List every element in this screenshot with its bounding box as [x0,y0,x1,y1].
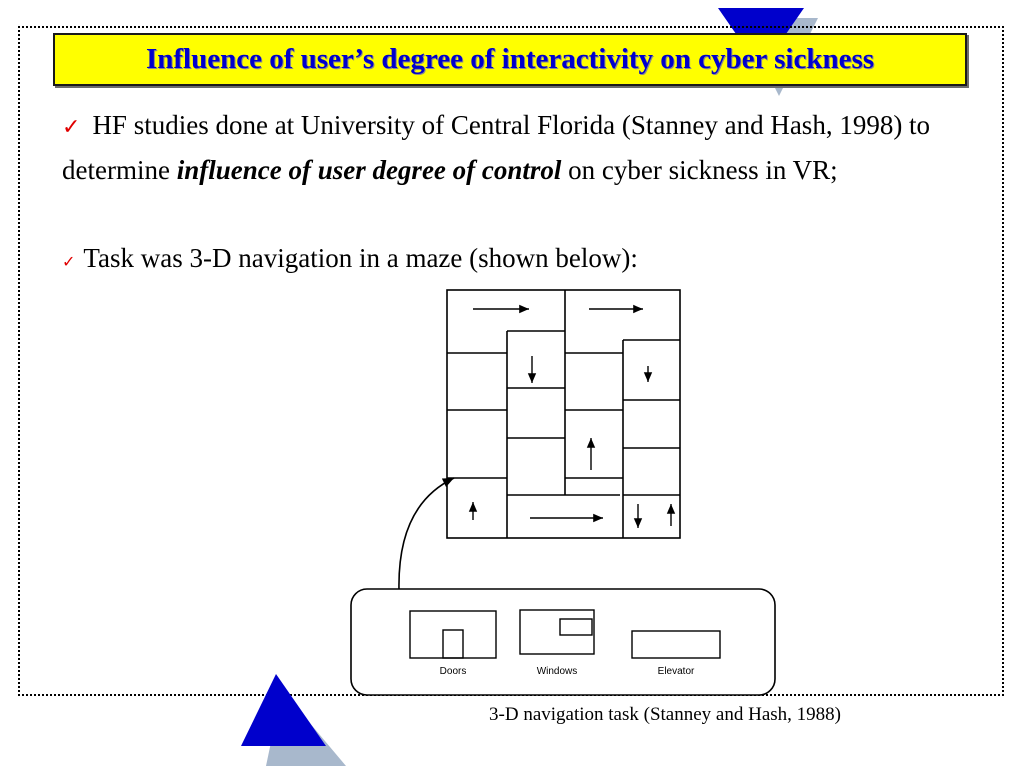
figure-caption: 3-D navigation task (Stanney and Hash, 1… [395,704,935,726]
maze-diagram [446,289,681,539]
bullet-1-emphasis: influence of user degree of control [176,155,562,185]
maze-arrows [468,304,676,528]
check-icon: ✓ [62,252,76,271]
window-symbol [519,609,595,655]
bottom-triangle-decoration [241,674,346,766]
connector-arrow [398,477,455,591]
legend-elevator: Elevator [658,666,695,677]
bullet-2: ✓ Task was 3-D navigation in a maze (show… [62,237,972,283]
maze-outline [446,289,681,539]
bullet-1: ✓HF studies done at University of Centra… [62,104,972,191]
legend-windows: Windows [537,666,578,677]
legend-doors: Doors [440,666,467,677]
elevator-symbol [631,630,721,659]
bullet-2-text: Task was 3-D navigation in a maze (shown… [83,243,638,273]
bullet-1-text-end: on cyber sickness in VR; [561,155,838,185]
maze-legend: Doors Windows Elevator [350,588,776,696]
slide-title: Influence of user’s degree of interactiv… [145,43,875,75]
bullet-1-text: HF studies done at University of Central… [62,110,931,185]
check-icon: ✓ [62,115,81,140]
title-box: Influence of user’s degree of interactiv… [53,33,967,86]
